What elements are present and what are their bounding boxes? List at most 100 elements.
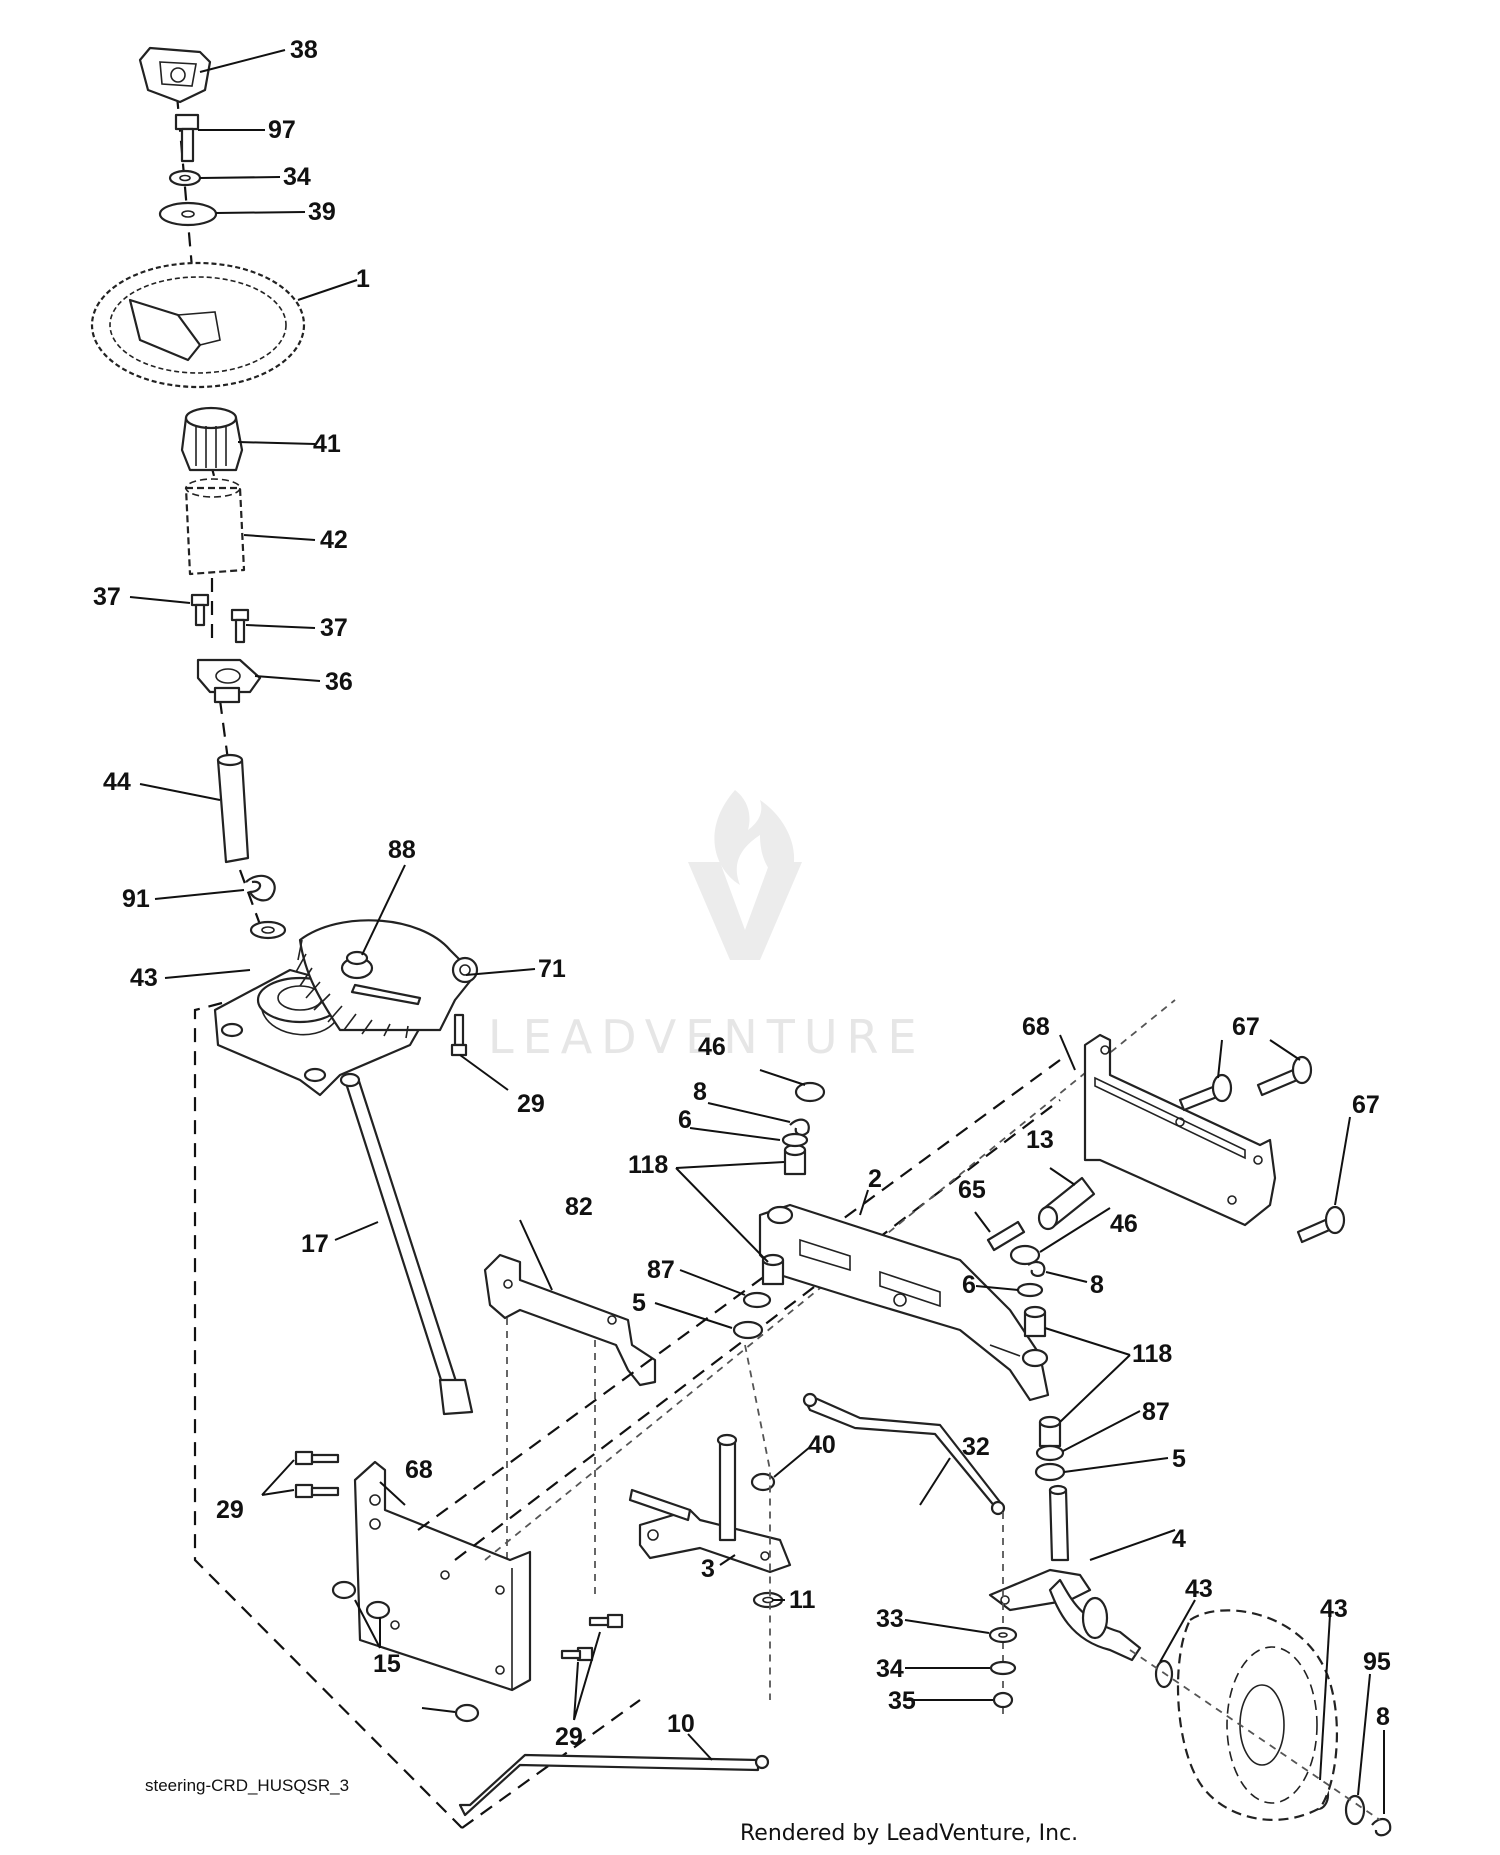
callout-5-left: 5 <box>632 1289 646 1317</box>
callout-3: 3 <box>701 1555 715 1583</box>
adapter-41 <box>180 406 244 472</box>
bolt-29-gear <box>450 1013 468 1057</box>
callout-43-wheel: 43 <box>1320 1595 1348 1623</box>
callout-37-left: 37 <box>93 583 121 611</box>
callout-29-plate: 29 <box>216 1496 244 1524</box>
callout-17: 17 <box>301 1230 329 1258</box>
callout-6-top: 6 <box>678 1106 692 1134</box>
callout-29-lower: 29 <box>555 1723 583 1751</box>
bracket-82 <box>483 1253 657 1387</box>
spacer-13 <box>1037 1176 1096 1231</box>
bushing-plate-36 <box>196 658 262 704</box>
callout-91: 91 <box>122 885 150 913</box>
callout-36: 36 <box>325 668 353 696</box>
callout-37-right: 37 <box>320 614 348 642</box>
callout-2: 2 <box>868 1165 882 1193</box>
bolts-67 <box>1178 1055 1346 1244</box>
caps-46 <box>794 1081 1041 1266</box>
callout-labels: 38 97 34 39 1 41 42 37 37 36 44 91 88 43… <box>93 36 1391 1751</box>
callout-44: 44 <box>103 768 131 796</box>
callout-43-axle: 43 <box>1185 1575 1213 1603</box>
callout-5-right: 5 <box>1172 1445 1186 1473</box>
shaft-44 <box>216 753 250 864</box>
lock-washer-34 <box>168 169 202 187</box>
callout-40: 40 <box>808 1431 836 1459</box>
rod-10 <box>458 1753 770 1817</box>
callout-1: 1 <box>356 265 370 293</box>
callout-32: 32 <box>962 1433 990 1461</box>
bolts-29-plate <box>294 1450 624 1662</box>
washer-95 <box>1344 1794 1366 1826</box>
screw-37-right <box>230 608 250 644</box>
callout-6-right: 6 <box>962 1271 976 1299</box>
callout-29-gear: 29 <box>517 1090 545 1118</box>
nuts-15 <box>331 1580 480 1723</box>
steering-wheel-1 <box>90 261 306 389</box>
nut-35 <box>992 1691 1014 1709</box>
callout-35: 35 <box>888 1687 916 1715</box>
callout-38: 38 <box>290 36 318 64</box>
callout-42: 42 <box>320 526 348 554</box>
callout-65: 65 <box>958 1176 986 1204</box>
cap-38 <box>138 46 212 104</box>
clip-91 <box>245 874 276 902</box>
render-credit: Rendered by LeadVenture, Inc. <box>740 1821 1078 1846</box>
callout-8-right: 8 <box>1090 1271 1104 1299</box>
callout-87-right: 87 <box>1142 1398 1170 1426</box>
bolt-97 <box>174 113 200 163</box>
clips-8 <box>789 1118 1392 1837</box>
wheel <box>1129 1609 1381 1821</box>
callout-118-right: 118 <box>1132 1340 1172 1368</box>
callout-11: 11 <box>789 1586 816 1614</box>
washer-39 <box>158 201 218 227</box>
callout-87-left: 87 <box>647 1256 675 1284</box>
callout-10: 10 <box>667 1710 695 1738</box>
washer-43 <box>249 920 287 940</box>
callout-97: 97 <box>268 116 296 144</box>
callout-43: 43 <box>130 964 158 992</box>
nut-40 <box>750 1472 776 1492</box>
lock-washer-34-lower <box>989 1660 1017 1676</box>
callout-15: 15 <box>373 1650 401 1678</box>
callout-95: 95 <box>1363 1648 1391 1676</box>
callout-33: 33 <box>876 1605 904 1633</box>
callout-67-top: 67 <box>1232 1013 1260 1041</box>
callout-4: 4 <box>1172 1525 1186 1553</box>
callout-67-right: 67 <box>1352 1091 1380 1119</box>
plate-68-right <box>1083 1033 1277 1227</box>
callout-8-top: 8 <box>693 1078 707 1106</box>
callout-41: 41 <box>313 430 341 458</box>
callout-68-left: 68 <box>405 1456 433 1484</box>
washers-6 <box>781 1132 1044 1298</box>
drag-link-17 <box>339 1072 474 1416</box>
pin-65 <box>986 1220 1026 1252</box>
leadventure-watermark-logo: LEADVENTURE <box>488 790 926 1064</box>
callout-8-wheel: 8 <box>1376 1703 1390 1731</box>
callout-34: 34 <box>283 163 311 191</box>
boot-42 <box>184 478 246 576</box>
callout-88: 88 <box>388 836 416 864</box>
washers-87 <box>742 1291 1065 1462</box>
grease-fitting-88 <box>340 950 374 980</box>
screw-37-left <box>190 593 210 627</box>
callout-71: 71 <box>538 955 566 983</box>
callout-34-lower: 34 <box>876 1655 904 1683</box>
callout-82: 82 <box>565 1193 593 1221</box>
leader-lines <box>129 49 1385 1814</box>
callout-46-right: 46 <box>1110 1210 1138 1238</box>
spindle-3 <box>628 1433 792 1574</box>
plate-68-left <box>353 1460 532 1692</box>
watermark-text: LEADVENTURE <box>488 1010 926 1064</box>
callout-68-right: 68 <box>1022 1013 1050 1041</box>
washers-5 <box>732 1320 1066 1482</box>
drag-link-32 <box>802 1392 1006 1516</box>
callout-39: 39 <box>308 198 336 226</box>
callout-118-left: 118 <box>628 1151 668 1179</box>
washer-33 <box>988 1626 1018 1644</box>
diagram-caption: steering-CRD_HUSQSR_3 <box>145 1776 349 1795</box>
spindle-4 <box>988 1484 1142 1662</box>
sector-gear-71 <box>295 919 479 1039</box>
callout-46-top: 46 <box>698 1033 726 1061</box>
callout-13: 13 <box>1026 1126 1054 1154</box>
